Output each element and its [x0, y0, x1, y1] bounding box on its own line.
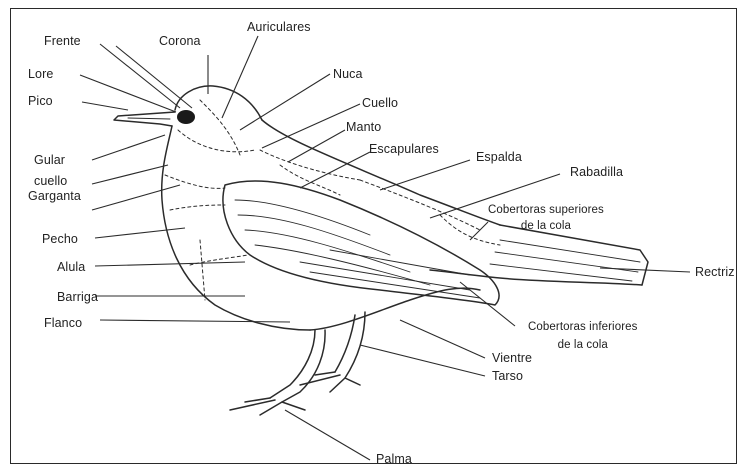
label-rabadilla: Rabadilla — [570, 165, 623, 179]
label-palma: Palma — [376, 452, 412, 466]
eye — [177, 110, 195, 124]
back-outline — [262, 120, 500, 225]
label-gular-cuello: Gular cuello — [34, 150, 67, 192]
label-nuca: Nuca — [333, 67, 363, 81]
back-foot — [300, 372, 360, 392]
label-pecho: Pecho — [42, 232, 78, 246]
label-manto: Manto — [346, 120, 381, 134]
label-garganta: Garganta — [28, 189, 81, 203]
label-escapulares: Escapulares — [369, 142, 439, 156]
wing-outline — [223, 181, 499, 305]
front-foot — [230, 398, 305, 415]
label-cobertoras-superiores: Cobertoras superiores de la cola — [488, 202, 604, 234]
label-lore: Lore — [28, 67, 53, 81]
label-flanco: Flanco — [44, 316, 82, 330]
label-espalda: Espalda — [476, 150, 522, 164]
label-corona: Corona — [159, 34, 201, 48]
tail-top — [500, 225, 648, 285]
label-alula: Alula — [57, 260, 85, 274]
label-auriculares: Auriculares — [247, 20, 311, 34]
front-leg — [270, 330, 315, 398]
label-vientre: Vientre — [492, 351, 532, 365]
label-rectriz: Rectriz — [695, 265, 735, 279]
label-barriga: Barriga — [57, 290, 98, 304]
label-cuello: Cuello — [362, 96, 398, 110]
label-frente: Frente — [44, 34, 81, 48]
label-cobertoras-inferiores: Cobertoras inferiores de la cola — [528, 318, 637, 354]
label-pico: Pico — [28, 94, 53, 108]
label-tarso: Tarso — [492, 369, 523, 383]
